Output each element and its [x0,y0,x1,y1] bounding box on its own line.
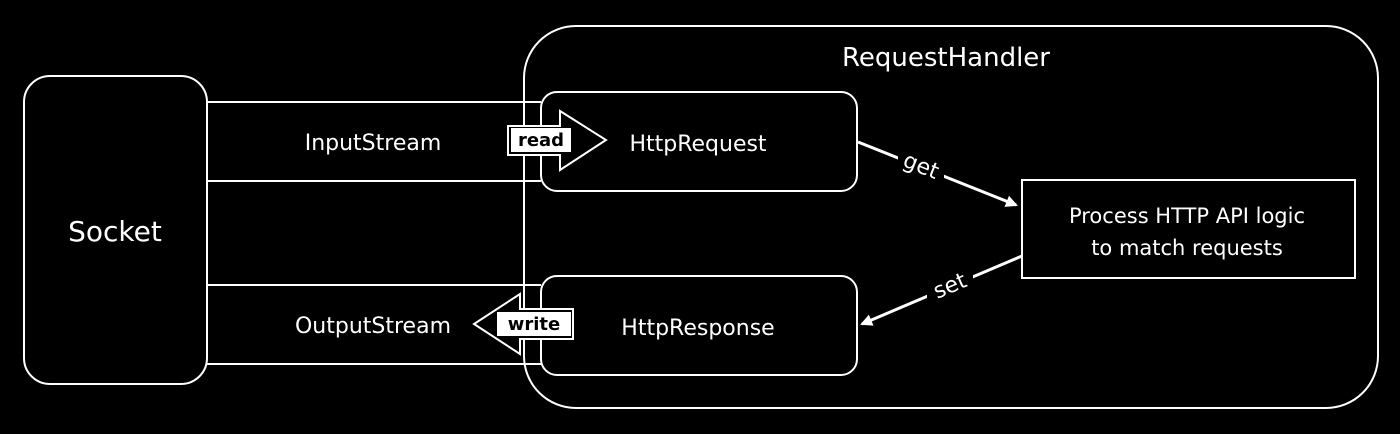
socket-box[interactable] [23,75,208,385]
input-stream-label: InputStream [305,131,442,156]
set-label-bg [927,272,973,300]
request-handler-container[interactable] [523,25,1379,409]
output-stream-band [206,284,541,365]
read-label-badge [511,128,571,152]
logic-text-line-1: Process HTTP API logic [1069,204,1305,228]
write-arrow-label: write [508,314,561,335]
http-request-label: HttpRequest [629,132,766,157]
logic-box[interactable] [1021,179,1356,279]
socket-label: Socket [68,215,162,248]
get-label-bg [898,152,944,180]
logic-text-line-2: to match requests [1091,236,1283,260]
write-label-badge [497,312,571,336]
input-stream-band [206,101,541,182]
request-handler-title: RequestHandler [842,43,1050,73]
output-stream-label: OutputStream [295,314,451,339]
read-arrow-label: read [518,130,564,151]
http-response-label: HttpResponse [621,316,774,341]
